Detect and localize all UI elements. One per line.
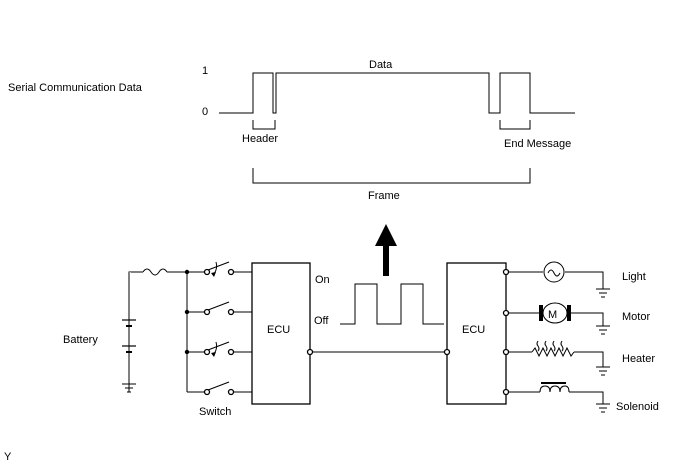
- switch-3: [187, 341, 252, 357]
- motor-symbol: M: [548, 309, 557, 321]
- load-light: Light: [509, 261, 646, 298]
- switch-1: [187, 261, 252, 277]
- battery-circuit: Battery: [63, 261, 252, 418]
- waveform-title: Serial Communication Data: [8, 82, 143, 94]
- frame-bracket: [252, 168, 531, 184]
- data-label: Data: [369, 59, 393, 71]
- serial-signal-trace: [219, 72, 575, 114]
- load-label-heater: Heater: [622, 353, 655, 365]
- ground-icon: [596, 366, 610, 376]
- motor-icon: M: [539, 302, 571, 324]
- off-label: Off: [314, 315, 329, 327]
- end-message-bracket: [499, 120, 531, 130]
- ecu-left-label: ECU: [267, 324, 290, 336]
- waveform: Serial Communication Data 1 0 Data Heade…: [8, 59, 575, 202]
- light-bulb-icon: [543, 261, 565, 283]
- corner-mark: Y: [4, 451, 12, 463]
- battery-ground-icon: [122, 383, 136, 393]
- level-low-label: 0: [202, 106, 208, 118]
- on-off-pulse: On Off: [314, 274, 444, 327]
- switch-2: [187, 301, 252, 316]
- fuse-icon: [142, 268, 168, 276]
- header-label: Header: [242, 133, 278, 145]
- ecu-right-label: ECU: [462, 324, 485, 336]
- load-label-light: Light: [622, 271, 646, 283]
- frame-label: Frame: [368, 190, 400, 202]
- solenoid-icon: [539, 382, 570, 393]
- header-bracket: [252, 120, 276, 130]
- load-label-motor: Motor: [622, 311, 650, 323]
- end-message-label: End Message: [504, 138, 571, 150]
- ground-icon: [596, 403, 610, 413]
- heater-icon: [531, 340, 575, 358]
- on-label: On: [315, 274, 330, 286]
- ground-icon: [596, 288, 610, 298]
- level-high-label: 1: [202, 65, 208, 77]
- load-motor: M Motor: [509, 302, 650, 335]
- battery-icon: [122, 272, 136, 383]
- load-solenoid: Solenoid: [509, 382, 659, 413]
- load-label-solenoid: Solenoid: [616, 401, 659, 413]
- load-heater: Heater: [509, 340, 655, 376]
- battery-top-wire: [128, 271, 143, 392]
- up-arrow-icon: [375, 224, 397, 276]
- battery-label: Battery: [63, 334, 98, 346]
- ecu-right: ECU: [443, 262, 510, 405]
- switch-4: [187, 381, 252, 396]
- switch-label: Switch: [199, 406, 231, 418]
- ecu-left: ECU: [251, 262, 314, 405]
- ground-icon: [596, 325, 610, 335]
